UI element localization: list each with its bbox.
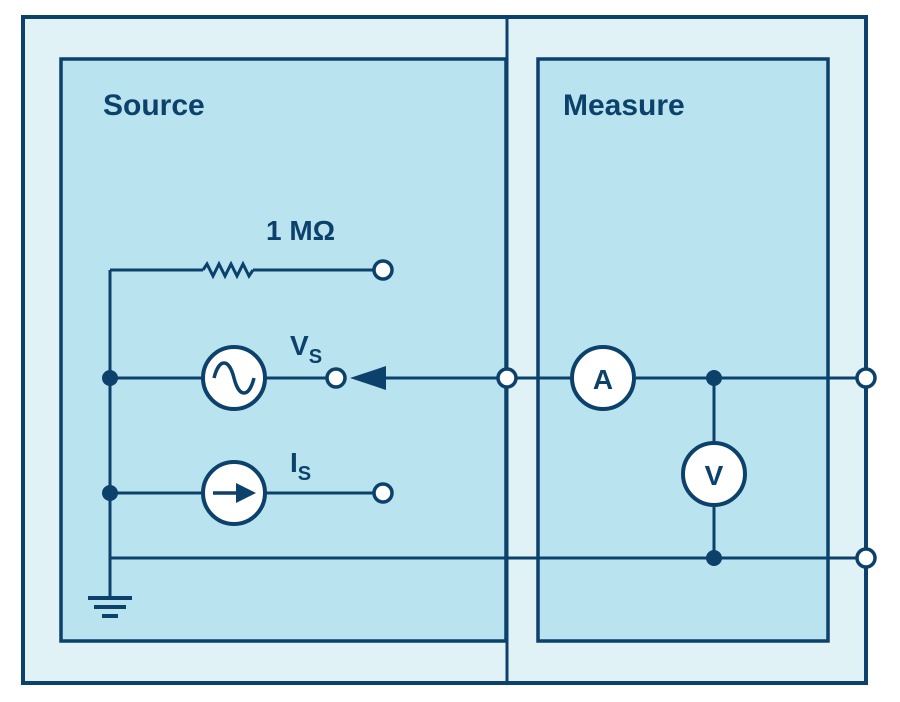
output-low-terminal[interactable] (855, 547, 877, 569)
current-source-subscript: S (298, 463, 311, 485)
junction-dot-voltmeter-top (706, 370, 722, 386)
ammeter-symbol: A (593, 364, 613, 395)
ground-icon (88, 596, 132, 618)
ammeter: A (570, 345, 636, 411)
source-panel (59, 57, 508, 643)
current-source-terminal[interactable] (372, 482, 394, 504)
output-high-terminal[interactable] (855, 367, 877, 389)
resistor-value-label: 1 MΩ (266, 215, 335, 246)
junction-dot-voltmeter-bottom (706, 550, 722, 566)
current-source-icon (201, 460, 267, 526)
ammeter-icon (570, 345, 636, 411)
resistor-icon (201, 260, 255, 280)
junction-dot-vs (102, 370, 118, 386)
resistor-terminal[interactable] (372, 259, 394, 281)
measure-panel (536, 57, 830, 643)
wires (108, 17, 868, 683)
switch-terminal[interactable] (325, 367, 347, 389)
current-source-label: IS (290, 447, 311, 485)
voltage-source-subscript: S (309, 346, 322, 368)
current-source-symbol: I (290, 447, 298, 478)
voltage-source-icon (201, 345, 267, 411)
voltage-source-label: VS (290, 330, 322, 368)
voltage-source-symbol: V (290, 330, 309, 361)
voltmeter-symbol: V (705, 460, 724, 491)
source-output-terminal[interactable] (496, 367, 518, 389)
voltmeter: V (681, 441, 747, 507)
switch-arrow-icon (350, 366, 386, 390)
voltmeter-icon (681, 441, 747, 507)
junction-dot-is (102, 485, 118, 501)
source-panel-title: Source (103, 89, 205, 122)
measure-panel-title: Measure (563, 89, 685, 122)
